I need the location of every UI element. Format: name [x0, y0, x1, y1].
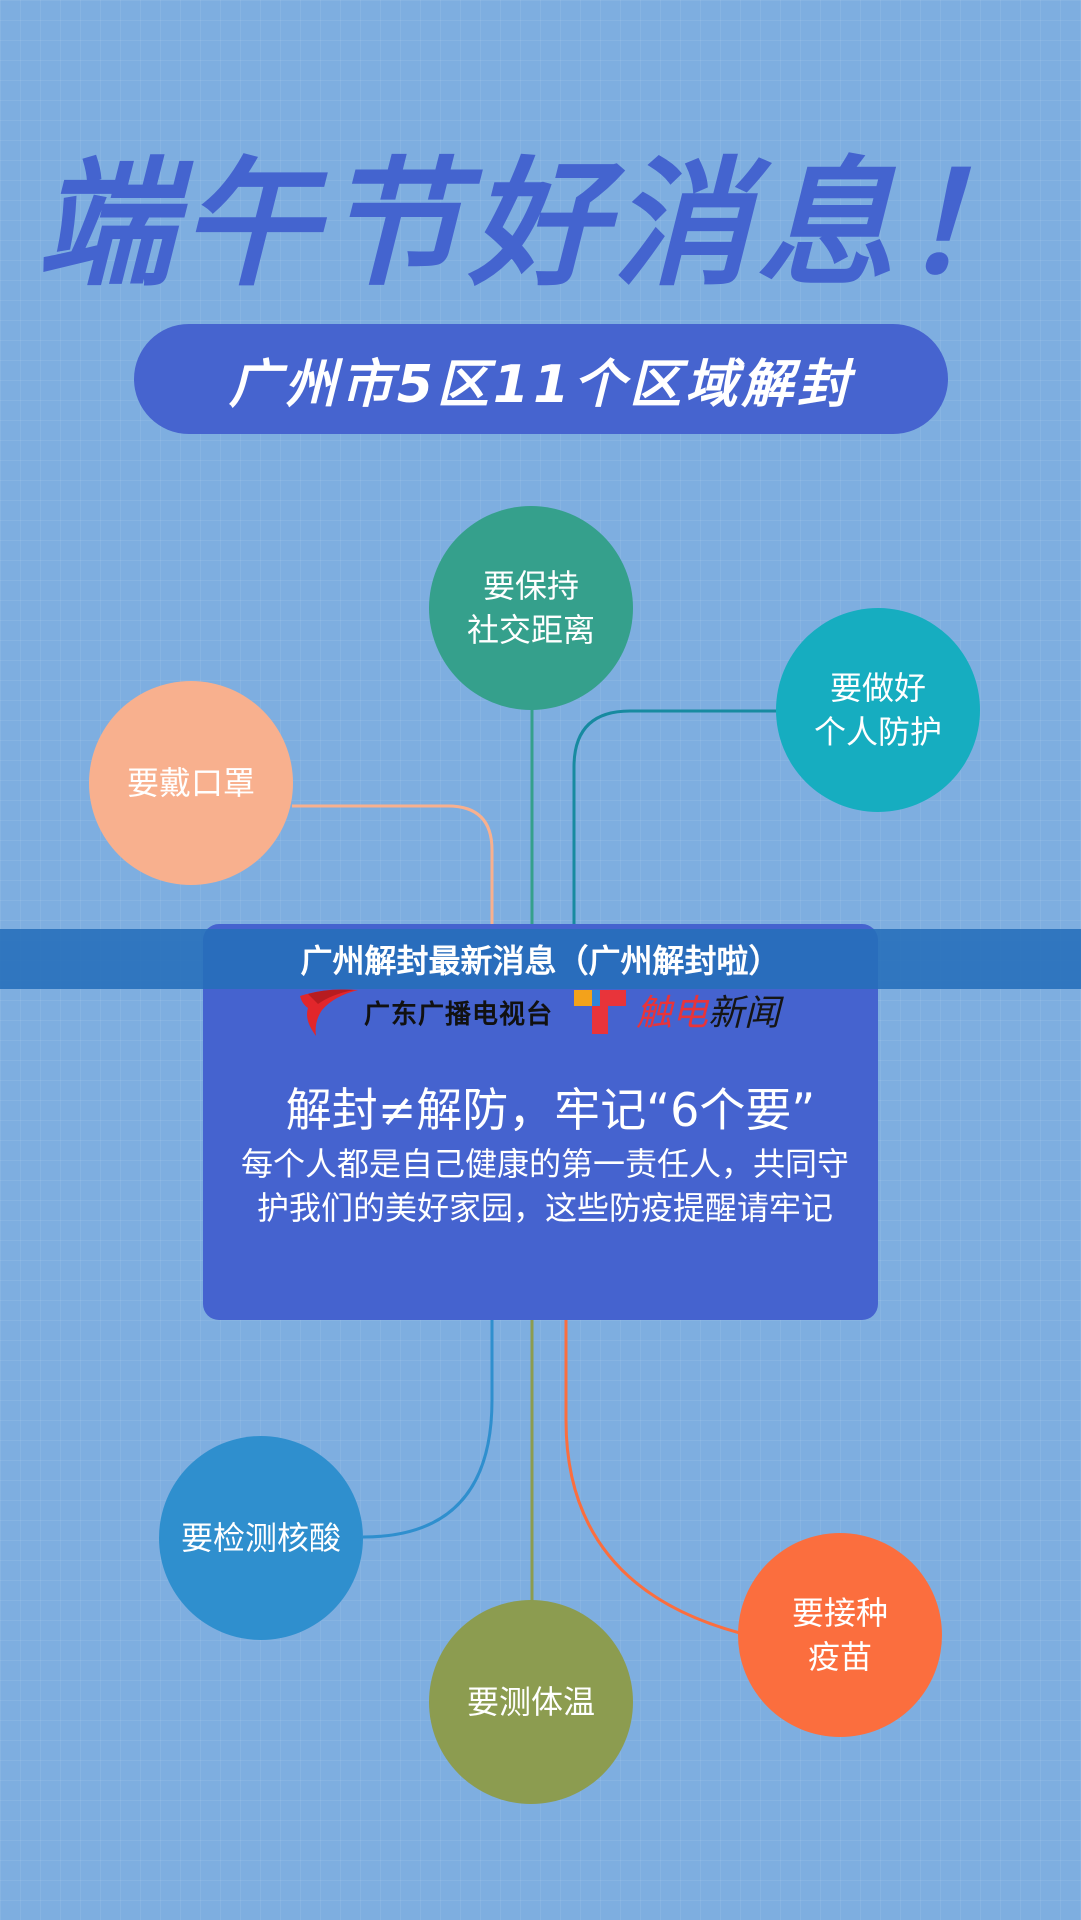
broadcaster-wing-icon — [300, 989, 358, 1036]
reminder-temperature: 要测体温 — [429, 1600, 633, 1804]
connector-nucleic — [362, 1318, 494, 1539]
broadcaster-logo: 广东广播电视台 — [298, 986, 553, 1038]
reminder-distance: 要保持 社交距离 — [429, 506, 633, 710]
reminder-nucleic: 要检测核酸 — [159, 1436, 363, 1640]
card-body: 每个人都是自己健康的第一责任人，共同守护我们的美好家园，这些防疫提醒请牢记 — [240, 1145, 849, 1227]
title-banner: 广州解封最新消息（广州解封啦） — [0, 929, 1081, 989]
banner-text: 广州解封最新消息（广州解封啦） — [300, 942, 781, 980]
app-name-part1: 触电 — [636, 993, 709, 1034]
subtitle-text: 广州市5区11个区域解封 — [228, 354, 854, 415]
connector-mask — [292, 804, 494, 930]
card-title: 解封≠解防，牢记“6个要” — [285, 1083, 816, 1137]
reminder-vaccine: 要接种 疫苗 — [738, 1533, 942, 1737]
subtitle-pill: 广州市5区11个区域解封 — [134, 324, 948, 434]
reminder-protection: 要做好 个人防护 — [776, 608, 980, 812]
connector-protection — [572, 709, 778, 930]
app-logo: 触电 新闻 — [572, 982, 780, 1038]
app-name-part2: 新闻 — [708, 993, 781, 1034]
broadcaster-name: 广东广播电视台 — [364, 999, 554, 1030]
info-card — [203, 924, 878, 1320]
reminder-mask: 要戴口罩 — [89, 681, 293, 885]
headline: 端午节好消息！ — [36, 144, 1045, 305]
connector-vaccine — [564, 1318, 741, 1635]
app-t-icon — [574, 990, 626, 1034]
